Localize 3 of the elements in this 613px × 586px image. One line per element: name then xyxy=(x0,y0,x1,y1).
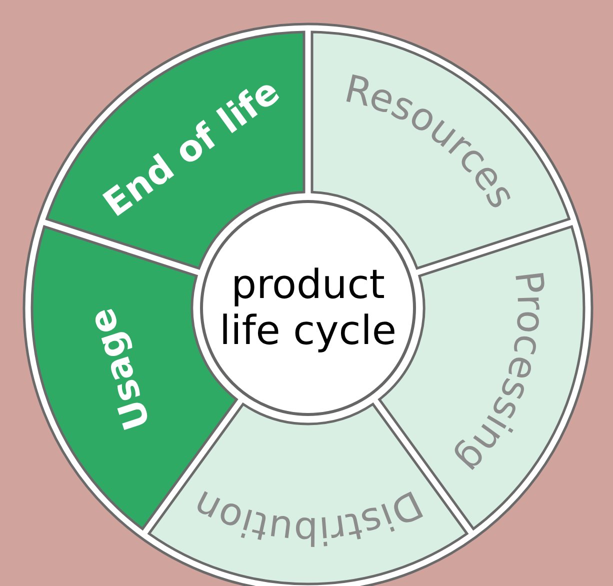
segment-label: Distribution xyxy=(186,482,430,554)
center-label: product life cycle xyxy=(218,262,398,354)
segment-label: Usage xyxy=(81,303,159,435)
